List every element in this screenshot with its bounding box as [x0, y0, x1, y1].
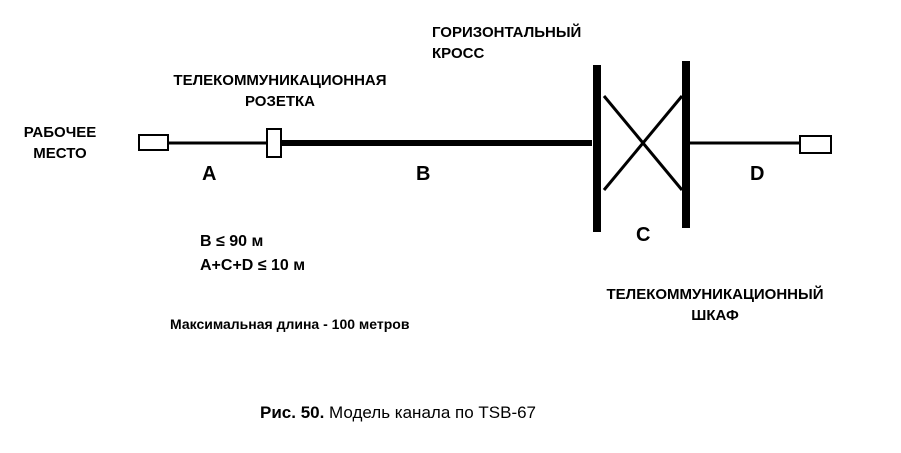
segment-a-label: A	[202, 163, 217, 185]
closet-label-line2: ШКАФ	[691, 307, 739, 324]
outlet-label: ТЕЛЕКОММУНИКАЦИОННАЯ РОЗЕТКА	[130, 70, 430, 112]
outlet-connector	[266, 128, 282, 158]
figure-caption: Рис. 50. Модель канала по TSB-67	[260, 402, 536, 423]
workplace-label: РАБОЧЕЕ МЕСТО	[10, 122, 110, 164]
outlet-label-line1: ТЕЛЕКОММУНИКАЦИОННАЯ	[173, 72, 387, 89]
max-length-note: Максимальная длина - 100 метров	[170, 316, 410, 332]
workplace-label-line1: РАБОЧЕЕ	[23, 124, 97, 141]
cross-label-line1: ГОРИЗОНТАЛЬНЫЙ	[432, 24, 582, 41]
constraint-b: B ≤ 90 м	[200, 233, 264, 250]
closet-label: ТЕЛЕКОММУНИКАЦИОННЫЙ ШКАФ	[560, 284, 870, 326]
closet-label-line1: ТЕЛЕКОММУНИКАЦИОННЫЙ	[606, 286, 824, 303]
segment-c-label: C	[636, 224, 651, 246]
segment-d-label: D	[750, 163, 765, 185]
constraints: B ≤ 90 м A+C+D ≤ 10 м	[200, 230, 305, 278]
cross-label-line2: КРОСС	[432, 45, 485, 62]
equipment-connector	[799, 135, 832, 154]
constraint-acd: A+C+D ≤ 10 м	[200, 257, 306, 274]
caption-number: Рис. 50.	[260, 403, 325, 422]
segment-b-label: B	[416, 163, 431, 185]
workplace-connector	[138, 134, 169, 151]
workplace-label-line2: МЕСТО	[33, 145, 87, 162]
cross-label: ГОРИЗОНТАЛЬНЫЙ КРОСС	[432, 22, 581, 64]
patch-cord-2	[602, 95, 684, 191]
caption-text: Модель канала по TSB-67	[324, 403, 537, 422]
outlet-label-line2: РОЗЕТКА	[244, 93, 316, 110]
